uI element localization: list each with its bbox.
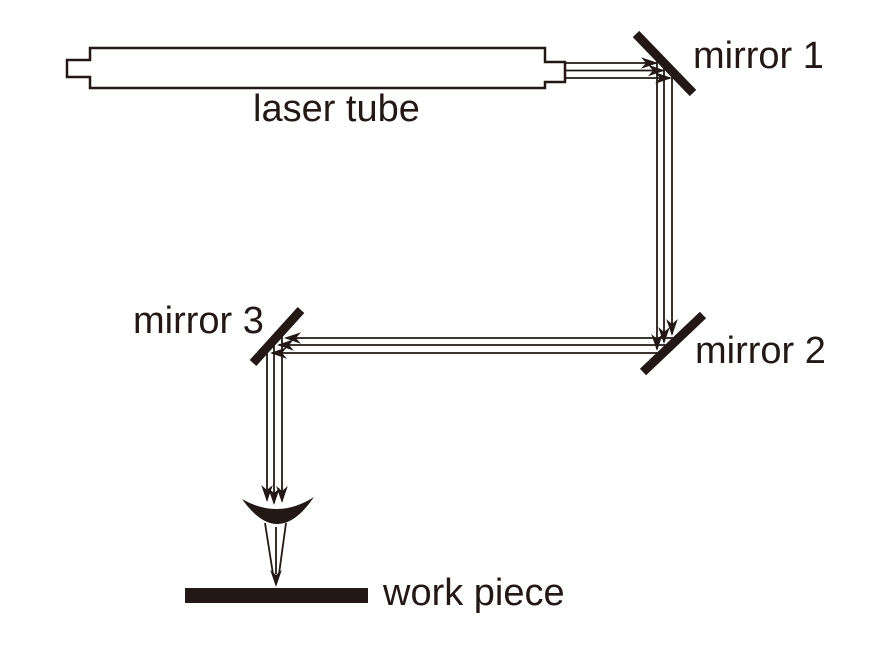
laser-tube-shape — [65, 46, 567, 90]
beam-mirror3-to-lens — [261, 331, 288, 505]
mirror-2-label: mirror 2 — [695, 330, 826, 372]
beam-mirror2-to-mirror3 — [270, 332, 679, 359]
mirror-1-label: mirror 1 — [693, 35, 824, 77]
mirror-3-shape — [249, 306, 305, 367]
laser-tube-label: laser tube — [253, 88, 420, 130]
work-piece-label: work piece — [382, 572, 565, 614]
beam-tube-to-mirror1 — [565, 57, 672, 84]
beam-mirror1-to-mirror2 — [651, 56, 678, 351]
work-piece-shape — [185, 588, 368, 603]
mirror-2-shape — [639, 311, 707, 376]
mirror-1-shape — [632, 30, 697, 97]
beam-line — [264, 522, 274, 575]
focus-lens-shape — [242, 497, 314, 525]
beam-line — [278, 522, 287, 575]
beam-lens-to-workpiece — [264, 522, 287, 587]
mirror-3-label: mirror 3 — [133, 300, 264, 342]
